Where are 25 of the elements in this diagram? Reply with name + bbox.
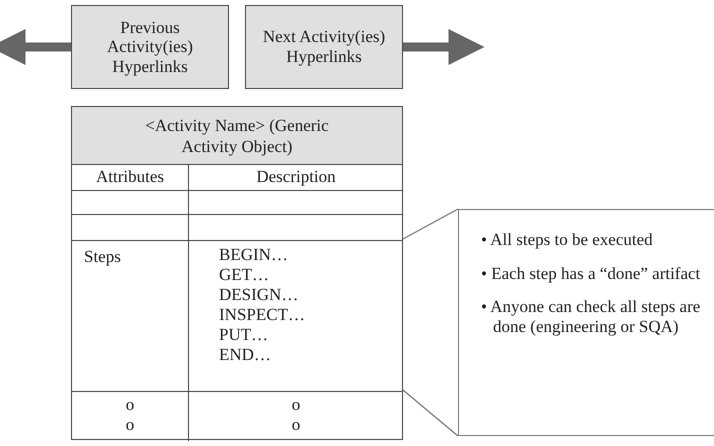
- hyperlink-box: Previous Activity(ies) Hyperlinks: [71, 5, 229, 89]
- ellipsis-mark: o: [292, 395, 300, 415]
- step-text: GET…: [219, 265, 270, 285]
- callout-line: [402, 390, 458, 436]
- step-text: BEGIN…: [219, 245, 288, 265]
- column-header: Attributes: [96, 167, 164, 187]
- navigation-arrow: [0, 29, 71, 65]
- column-header: Description: [256, 167, 336, 187]
- step-text: INSPECT…: [219, 305, 305, 325]
- activity-table: [71, 106, 403, 440]
- navigation-arrow: [403, 29, 484, 65]
- row-label: Steps: [84, 247, 121, 267]
- ellipsis-mark: o: [126, 415, 134, 435]
- step-text: END…: [219, 345, 271, 365]
- bullet-text: • All steps to be executed: [481, 230, 654, 250]
- callout-line: [402, 208, 458, 240]
- bullet-text: • Each step has a “done” artifact: [481, 264, 702, 284]
- bullet-text: • Anyone can check all steps are done (engineering or SQA): [481, 297, 702, 336]
- ellipsis-mark: o: [292, 415, 300, 435]
- ellipsis-mark: o: [126, 395, 134, 415]
- step-text: PUT…: [219, 325, 268, 345]
- callout-box: [458, 209, 714, 436]
- header-text: <Activity Name> (Generic Activity Object): [144, 115, 330, 157]
- hyperlink-box: Next Activity(ies) Hyperlinks: [245, 5, 403, 89]
- step-text: DESIGN…: [219, 285, 298, 305]
